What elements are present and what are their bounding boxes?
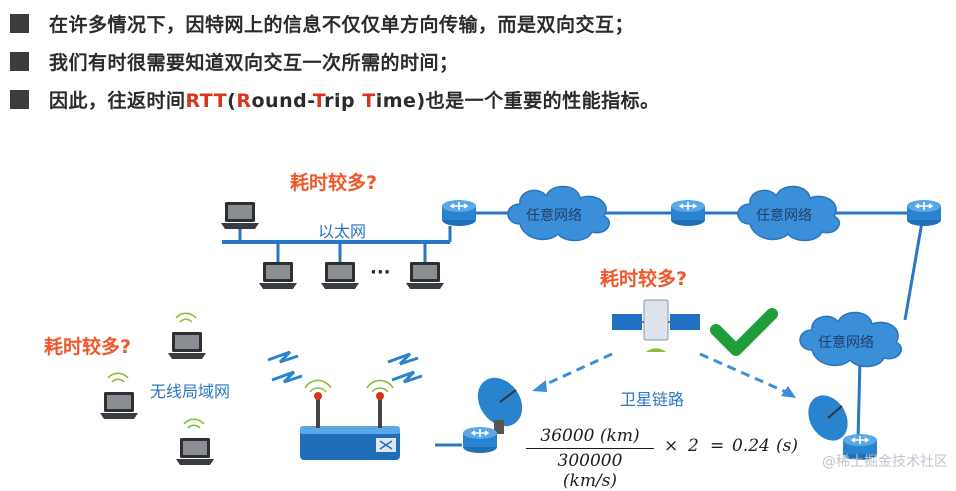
bullet-list: 在许多情况下，因特网上的信息不仅仅单方向传输，而是双向交互； 我们有时很需要知道…	[8, 4, 948, 118]
bullet-text-post: 也是一个重要的性能指标。	[425, 89, 660, 112]
formula-numerator: 36000 (km)	[540, 426, 640, 446]
ethernet-label: 以太网	[318, 222, 367, 241]
bullet-item: 因此，往返时间RTT(Round-Trip Time)也是一个重要的性能指标。	[8, 80, 948, 118]
bullet-item: 在许多情况下，因特网上的信息不仅仅单方向传输，而是双向交互；	[8, 4, 948, 42]
signal-bolt-icon	[267, 350, 299, 364]
laptop-icon	[100, 392, 138, 419]
signal-bolt-icon	[387, 352, 419, 366]
paren-open: (	[227, 89, 237, 112]
question-label: 耗时较多?	[290, 172, 378, 194]
check-icon	[710, 308, 778, 356]
signal-bolt-icon	[391, 370, 423, 384]
satellite-panel	[612, 314, 642, 330]
wireless-ap-icon	[300, 379, 400, 460]
laptop-icon	[259, 262, 297, 289]
bullet-square-icon	[10, 13, 29, 33]
router-icon	[670, 199, 706, 227]
satellite-dish-icon	[808, 395, 848, 441]
rtt-ime: ime)	[375, 89, 426, 112]
cloud-label: 任意网络	[526, 208, 582, 224]
rtt-letter-r: R	[236, 89, 252, 112]
bullet-text: 我们有时很需要知道双向交互一次所需的时间；	[49, 51, 459, 74]
network-diagram	[100, 185, 942, 465]
wlan-label: 无线局域网	[150, 382, 231, 401]
bullet-text-pre: 因此，往返时间	[49, 89, 186, 112]
router-icon	[441, 199, 477, 227]
laptop-icon	[321, 262, 359, 289]
question-label: 耗时较多?	[600, 268, 688, 290]
rtt-letter-t2: T	[362, 89, 376, 112]
rtt-letter-t: T	[312, 89, 325, 112]
satellite-icon	[643, 299, 669, 341]
signal-bolt-icon	[271, 370, 303, 384]
satellite-dish-icon	[477, 377, 523, 434]
rtt-rip: rip	[324, 89, 363, 112]
formula-denominator: 300000 (km/s)	[557, 451, 623, 491]
router-icon	[462, 426, 498, 454]
formula-result: 0.24	[732, 436, 770, 456]
formula-unit: (s)	[776, 436, 798, 456]
bullet-square-icon	[10, 89, 29, 109]
rtt-term: RTT	[185, 89, 228, 112]
formula-equals: =	[710, 436, 725, 456]
bullet-item: 我们有时很需要知道双向交互一次所需的时间；	[8, 42, 948, 80]
ellipsis-label: ···	[370, 262, 391, 283]
question-label: 耗时较多?	[44, 336, 132, 358]
rtt-formula: 36000 (km) 300000 (km/s) × 2 = 0.24 (s)	[526, 426, 826, 491]
cloud-label: 任意网络	[818, 335, 874, 351]
bullet-text-rtt: 因此，往返时间RTT(Round-Trip Time)也是一个重要的性能指标。	[49, 86, 660, 113]
laptop-icon	[168, 332, 206, 359]
laptop-icon	[221, 202, 259, 229]
router-icon	[906, 199, 942, 227]
formula-times: ×	[664, 436, 679, 456]
satellite-link-label: 卫星链路	[620, 390, 685, 409]
watermark: @稀土掘金技术社区	[822, 454, 948, 470]
laptop-icon	[406, 262, 444, 289]
rtt-ound: ound-	[251, 89, 313, 112]
bullet-text: 在许多情况下，因特网上的信息不仅仅单方向传输，而是双向交互；	[49, 13, 635, 36]
formula-factor: 2	[688, 436, 699, 456]
laptop-icon	[176, 438, 214, 465]
bullet-square-icon	[10, 51, 29, 71]
formula-fraction: 36000 (km) 300000 (km/s)	[526, 426, 654, 491]
cloud-label: 任意网络	[756, 208, 812, 224]
